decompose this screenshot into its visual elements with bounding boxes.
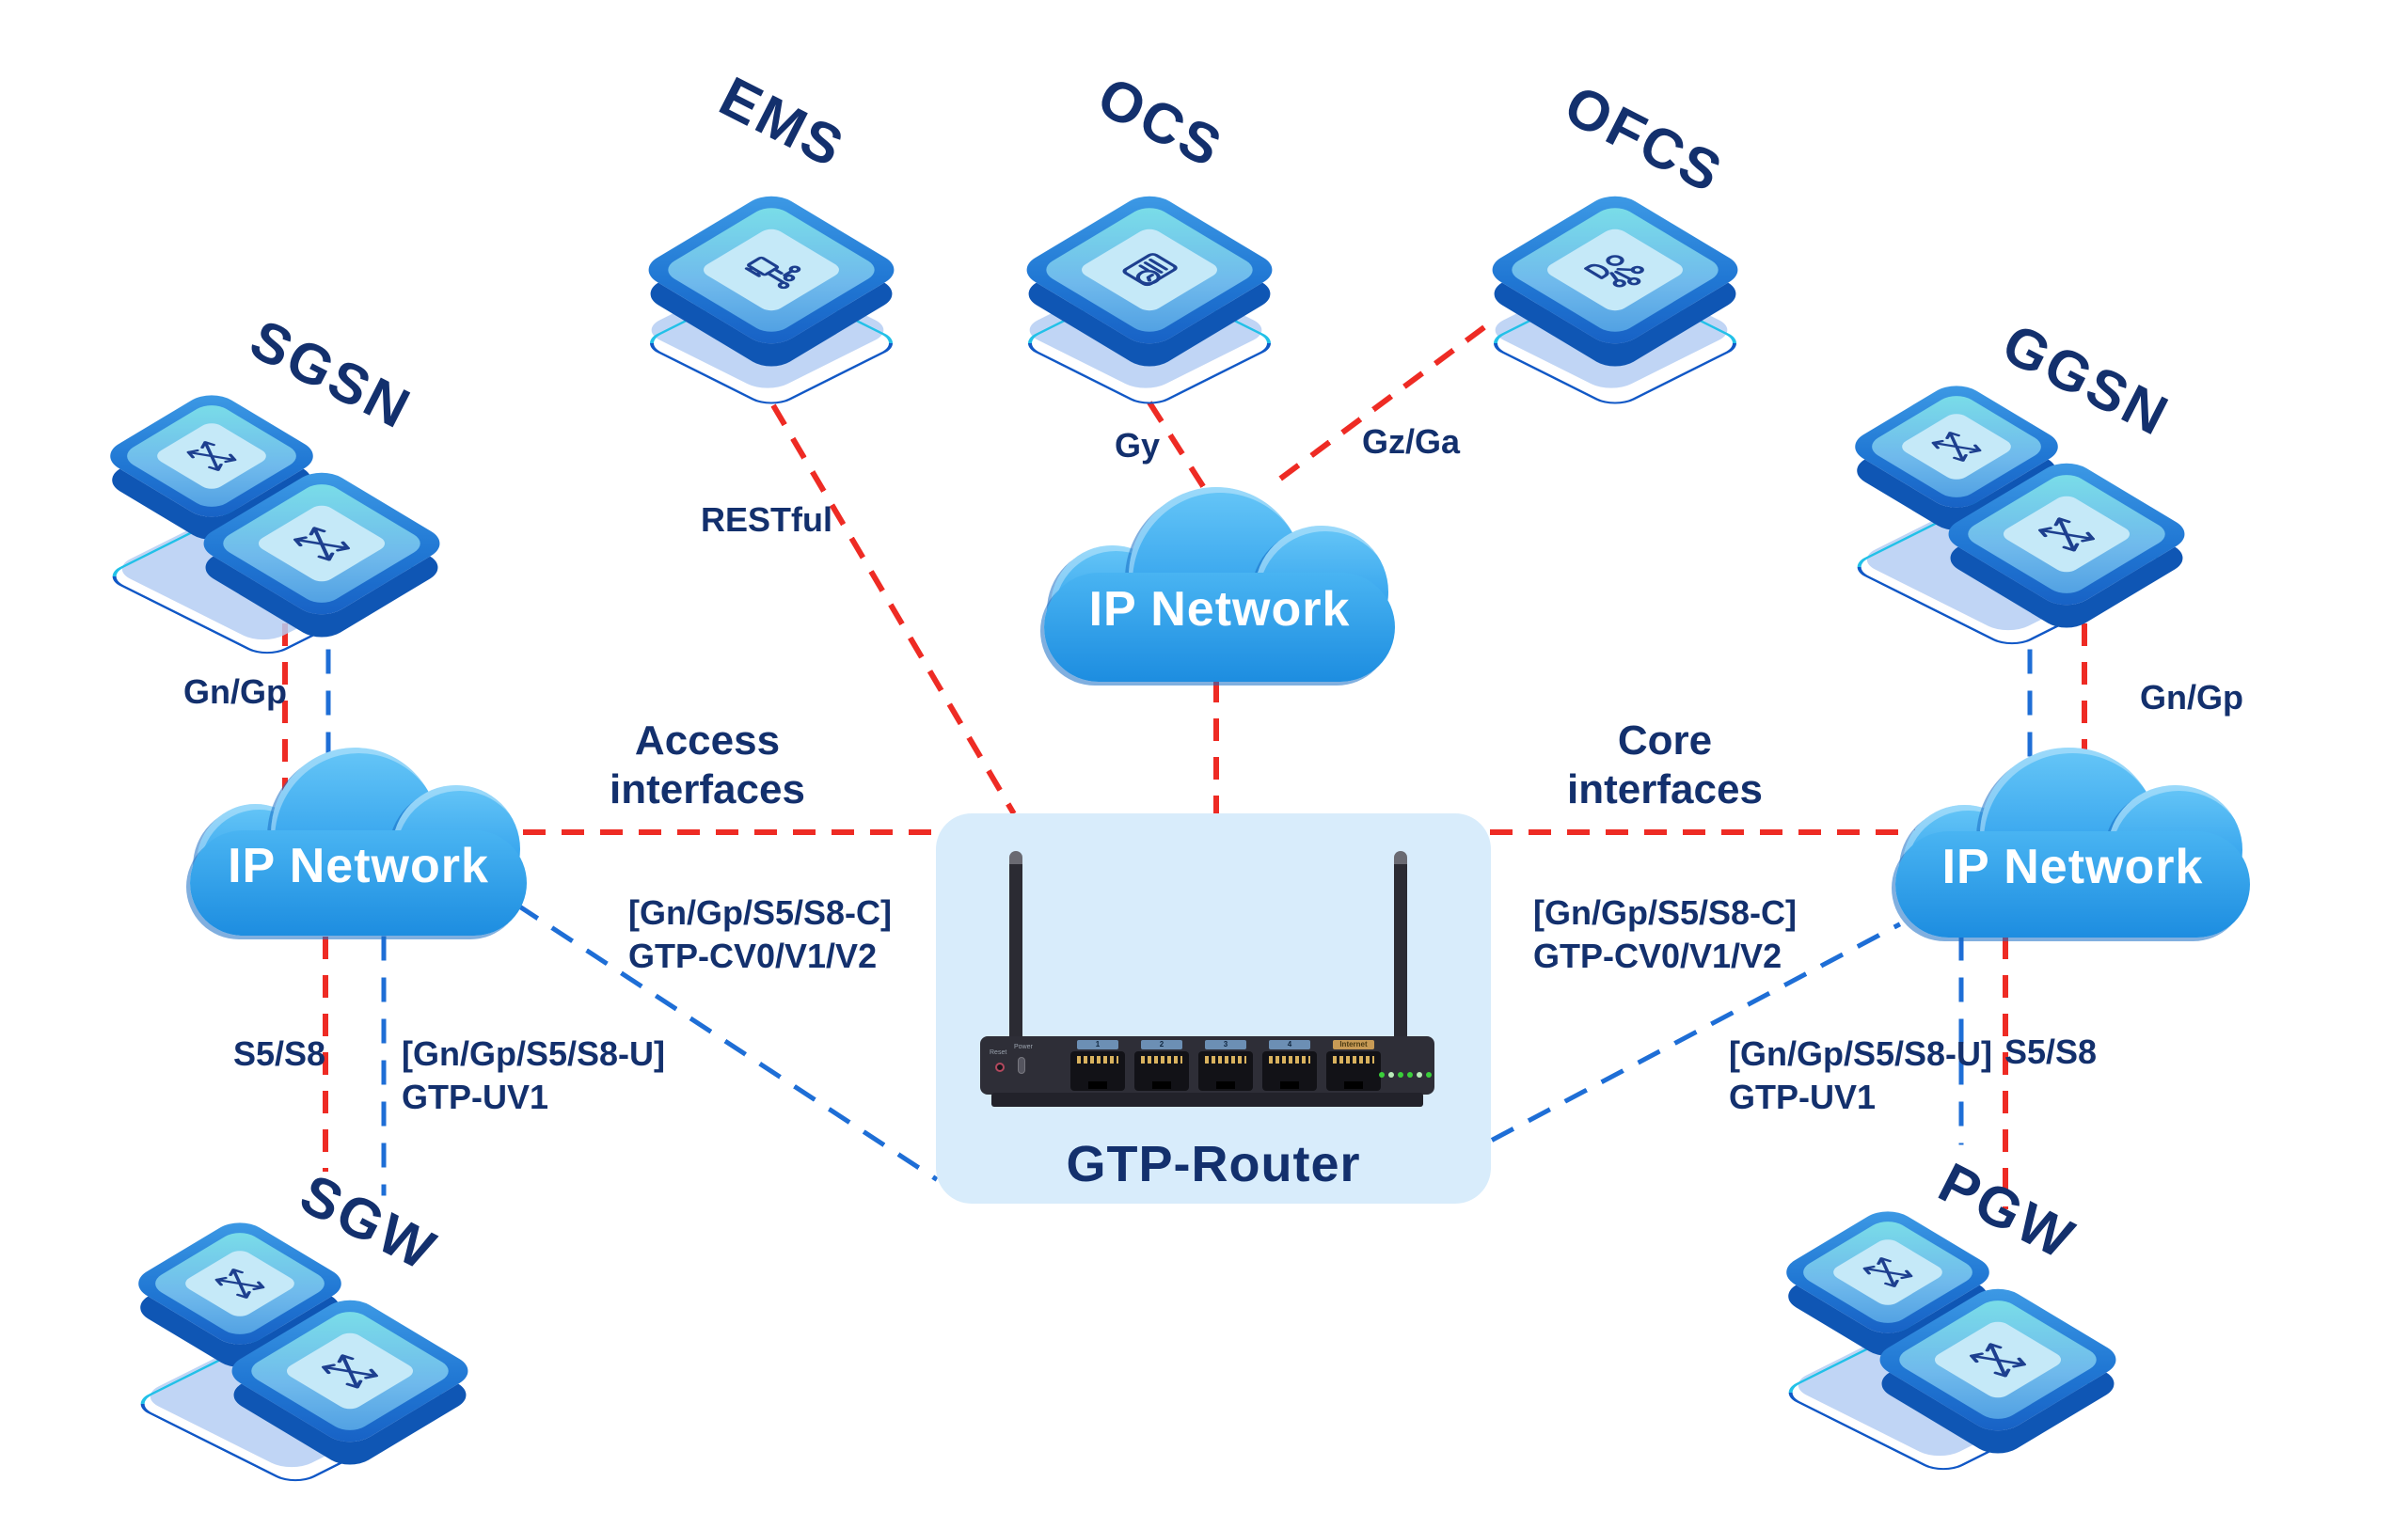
sgsn-box-primary (192, 465, 452, 622)
router-body: Reset Power 1 2 3 4 Internet (980, 1036, 1434, 1095)
internet-port-tag: Internet (1333, 1040, 1374, 1049)
router-antenna-left (1009, 851, 1022, 1039)
pgw-box-primary (1868, 1282, 2128, 1438)
box-face (698, 226, 845, 314)
user-left-line1: [Gn/Gp/S5/S8-U] (402, 1034, 666, 1073)
link-ems-router (770, 403, 1017, 815)
ethernet-port-3 (1198, 1051, 1253, 1091)
crossed-arrows-icon (1969, 1342, 2027, 1378)
crossed-arrows-icon (186, 441, 237, 471)
control-plane-label-left: [Gn/Gp/S5/S8-C] GTP-CV0/V1/V2 (628, 891, 892, 978)
s5-s8-right-label: S5/S8 (2004, 1032, 2098, 1071)
sgw-box-primary (220, 1293, 480, 1449)
cloud-shape (1895, 830, 2250, 938)
status-led (1388, 1072, 1394, 1078)
control-left-line1: [Gn/Gp/S5/S8-C] (628, 893, 893, 932)
user-plane-label-right: [Gn/Gp/S5/S8-U] GTP-UV1 (1729, 1032, 1992, 1119)
core-interfaces-title: Core interfaces (1567, 717, 1763, 812)
port-1-tag: 1 (1077, 1040, 1118, 1049)
cloud-left: IP Network (190, 748, 527, 936)
box-face (180, 1247, 300, 1320)
sgw-box-secondary (126, 1215, 354, 1352)
ofcs-box (1481, 189, 1750, 351)
reset-button (995, 1063, 1005, 1072)
box-face (281, 1330, 419, 1412)
status-led (1417, 1072, 1422, 1078)
ethernet-port-1 (1070, 1051, 1125, 1091)
control-plane-label-right: [Gn/Gp/S5/S8-C] GTP-CV0/V1/V2 (1533, 891, 1797, 978)
ggsn-box-primary (1937, 456, 2196, 612)
ethernet-port-2 (1134, 1051, 1189, 1091)
ocs-box (1015, 189, 1284, 351)
ofcs-label: OFCS (1555, 72, 1734, 206)
link-access-horizontal (523, 829, 937, 835)
org-chart-icon (1584, 255, 1644, 288)
control-left-line2: GTP-CV0/V1/V2 (628, 937, 878, 975)
gtp-router-panel: Reset Power 1 2 3 4 Internet GTP-Router (936, 813, 1491, 1204)
port-4-tag: 4 (1269, 1040, 1310, 1049)
port-2-tag: 2 (1141, 1040, 1182, 1049)
status-led (1426, 1072, 1432, 1078)
gn-gp-right-label: Gn/Gp (2140, 678, 2243, 717)
control-right-line2: GTP-CV0/V1/V2 (1533, 937, 1782, 975)
ethernet-port-internet (1326, 1051, 1381, 1091)
status-led (1407, 1072, 1413, 1078)
box-face (1929, 1318, 2067, 1401)
power-label: Power (1014, 1044, 1033, 1050)
restful-interface-label: RESTful (701, 500, 832, 539)
sgsn-box-secondary (98, 387, 325, 525)
status-led (1379, 1072, 1385, 1078)
pgw-box-secondary (1774, 1204, 2002, 1341)
cloud-right-label: IP Network (1941, 840, 2204, 895)
cloud-right: IP Network (1895, 748, 2250, 938)
gz-ga-interface-label: Gz/Ga (1361, 422, 1461, 461)
box-face (151, 419, 272, 493)
link-cloud-router (1213, 680, 1219, 815)
crossed-arrows-icon (214, 1269, 265, 1299)
router-base (991, 1093, 1423, 1107)
link-core-horizontal (1490, 829, 1928, 835)
cloud-left-label: IP Network (228, 839, 489, 893)
gtp-router-title: GTP-Router (1066, 1136, 1361, 1192)
status-led (1398, 1072, 1403, 1078)
box-face (1828, 1236, 1948, 1309)
control-right-line1: [Gn/Gp/S5/S8-C] (1533, 893, 1798, 932)
cloud-center-label: IP Network (1088, 582, 1351, 638)
port-3-tag: 3 (1205, 1040, 1246, 1049)
box-face (253, 502, 390, 585)
crossed-arrows-icon (321, 1353, 379, 1389)
reset-label: Reset (990, 1049, 1007, 1056)
user-left-line2: GTP-UV1 (402, 1078, 549, 1116)
user-plane-label-left: [Gn/Gp/S5/S8-U] GTP-UV1 (402, 1032, 665, 1119)
crossed-arrows-icon (1931, 432, 1982, 462)
cloud-center: IP Network (1044, 487, 1395, 682)
ocs-label: OCS (1087, 64, 1234, 181)
box-face (1896, 410, 2017, 483)
box-face (1542, 226, 1688, 314)
ems-label: EMS (709, 64, 856, 181)
router-antenna-right (1394, 851, 1407, 1039)
ethernet-port-4 (1262, 1051, 1317, 1091)
user-right-line2: GTP-UV1 (1729, 1078, 1877, 1116)
cloud-shape (1044, 573, 1395, 682)
cloud-shape (190, 830, 527, 936)
crossed-arrows-icon (293, 526, 351, 561)
crossed-arrows-icon (1862, 1257, 1913, 1287)
link-cloud-sgw-blue (381, 936, 387, 1196)
gn-gp-left-label: Gn/Gp (183, 672, 287, 711)
access-interfaces-title: Access interfaces (610, 717, 805, 812)
link-cloud-pgw-red (2003, 937, 2008, 1209)
billing-document-icon (1122, 253, 1178, 287)
ggsn-box-secondary (1843, 378, 2070, 515)
gy-interface-label: Gy (1114, 426, 1161, 465)
box-face (1998, 493, 2135, 575)
circuit-icon (744, 256, 801, 290)
box-face (1076, 226, 1223, 314)
user-right-line1: [Gn/Gp/S5/S8-U] (1729, 1034, 1993, 1073)
crossed-arrows-icon (2037, 516, 2096, 552)
power-switch (1018, 1057, 1025, 1074)
s5-s8-left-label: S5/S8 (232, 1034, 326, 1073)
ems-box (637, 189, 906, 351)
